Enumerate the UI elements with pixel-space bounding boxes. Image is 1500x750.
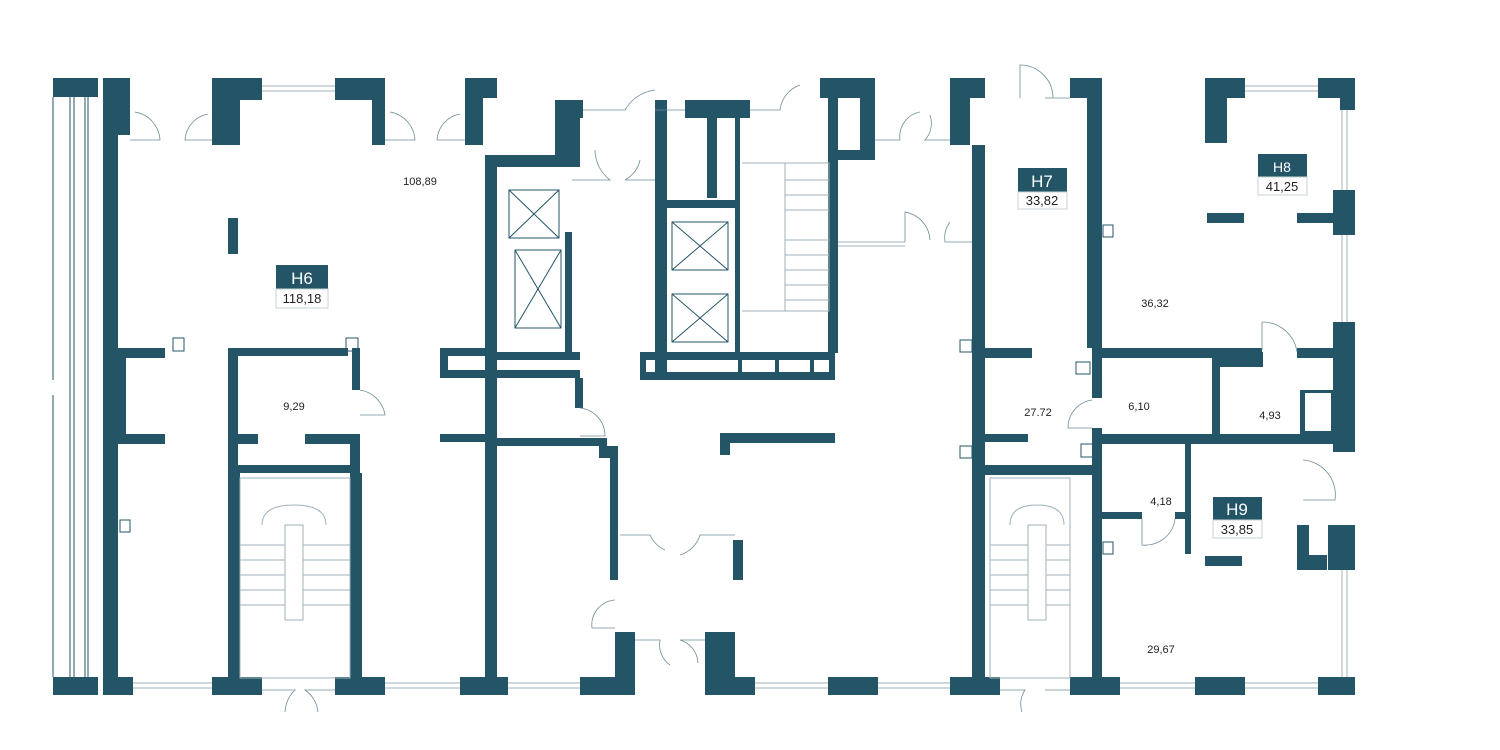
svg-text:H8: H8 (1273, 159, 1291, 175)
room-area-h7-storage: 6,10 (1128, 401, 1149, 413)
room-area-h6-small: 9,29 (283, 401, 304, 413)
svg-text:H7: H7 (1031, 172, 1053, 191)
unit-badge-h6[interactable]: H6 118,18 (275, 265, 329, 309)
unit-badge-h7[interactable]: H7 33,82 (1017, 168, 1068, 210)
svg-text:33,82: 33,82 (1026, 193, 1059, 208)
svg-text:33,85: 33,85 (1221, 522, 1254, 537)
unit-badge-h8[interactable]: H8 41,25 (1257, 154, 1308, 196)
walls (103, 64, 1355, 713)
svg-text:118,18: 118,18 (283, 291, 322, 306)
room-area-h8-main: 36,32 (1141, 298, 1169, 310)
room-area-h7-main: 27.72 (1024, 407, 1052, 419)
room-area-h6-main: 108,89 (403, 176, 437, 188)
left-facade (52, 78, 98, 695)
room-area-h9-bath: 4,18 (1150, 496, 1171, 508)
svg-text:H9: H9 (1226, 500, 1248, 519)
room-area-h8-bath: 4,93 (1259, 410, 1280, 422)
unit-badge-h9[interactable]: H9 33,85 (1212, 497, 1263, 539)
svg-text:H6: H6 (291, 269, 313, 288)
room-area-h9-main: 29,67 (1147, 644, 1175, 656)
svg-text:41,25: 41,25 (1266, 179, 1299, 194)
